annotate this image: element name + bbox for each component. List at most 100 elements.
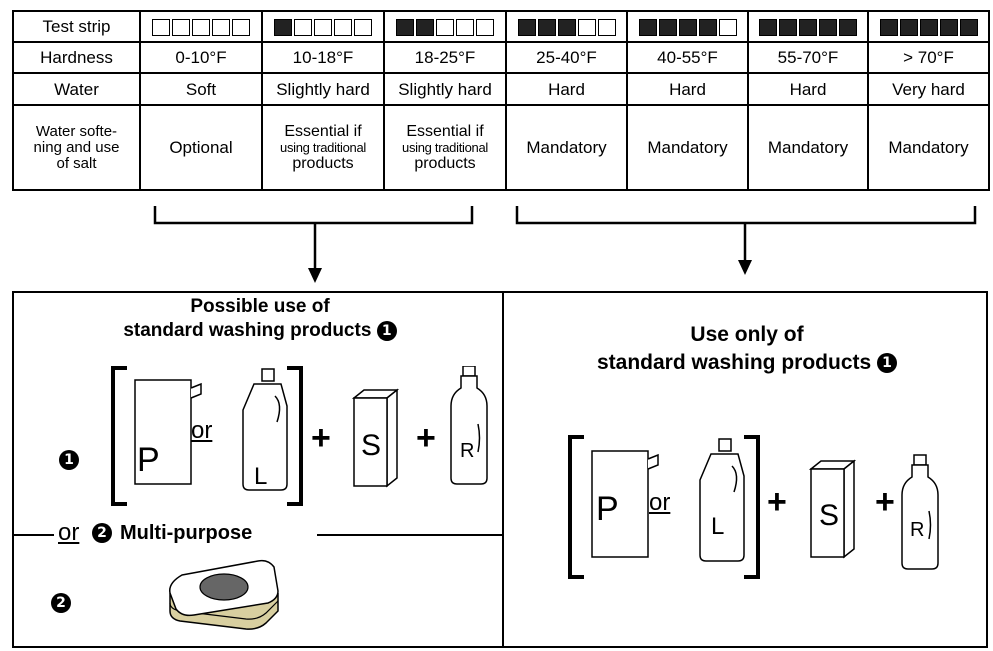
bracket-connectors [153,206,977,283]
left-title-text: standard washing products [123,320,372,341]
powder-box-icon [134,379,202,485]
strip-square [476,18,494,36]
liquid-bottle-icon [242,368,288,491]
salt-cond-line: using traditional [280,139,366,155]
strip-square [294,18,312,36]
hardness-cell: 25-40°F [505,41,628,75]
hardness-row: Hardness 0-10°F 10-18°F 18-25°F 25-40°F … [12,41,990,75]
salt-cell: Optional [139,104,263,191]
separator-line [317,534,504,536]
strip-square [192,18,210,36]
powder-letter: P [596,490,619,528]
right-bracket [515,206,977,263]
strip-square [456,18,474,36]
test-strip-cell [261,9,385,44]
strip-square [658,18,677,36]
hardness-cell: 40-55°F [626,41,749,75]
plus-icon: + [416,419,436,457]
water-row: Water Soft Slightly hard Slightly hard H… [12,72,990,107]
strip-square [919,18,938,36]
salt-label-line: of salt [56,154,97,172]
water-cell: Slightly hard [261,72,385,107]
salt-row: Water softe- ning and use of salt Option… [12,104,990,191]
test-strip-icon [879,18,978,36]
strip-square [799,18,817,36]
powder-letter: P [137,441,160,479]
number-1-badge-icon: 1 [376,320,397,341]
liquid-bottle-icon [699,438,745,562]
strip-square [597,18,616,36]
close-bracket-icon [287,366,303,506]
test-strip-cell [867,9,990,44]
strip-square [396,18,414,36]
strip-square [638,18,657,36]
left-title-line: standard washing products 1 [14,319,506,343]
number-1-badge-icon: 1 [59,450,79,470]
test-strip-cell [139,9,263,44]
left-title-line: Possible use of [190,296,330,317]
salt-cell: Mandatory [626,104,749,191]
test-strip-icon [759,18,857,36]
strip-square [879,18,898,36]
strip-square [899,18,918,36]
strip-square [839,18,857,36]
or-text: or [191,417,213,444]
rinse-bottle-icon [901,454,939,570]
test-strip-label: Test strip [12,9,141,44]
strip-square [436,18,454,36]
strip-square [759,18,777,36]
hardness-cell: > 70°F [867,41,990,75]
water-cell: Hard [505,72,628,107]
left-panel-title: Possible use of standard washing product… [14,295,506,343]
test-strip-icon [274,18,372,36]
salt-cell: Essential if using traditional products [261,104,385,191]
water-cell: Slightly hard [383,72,507,107]
right-title-line: standard washing products 1 [504,349,990,377]
left-arrow-icon [308,268,322,283]
test-strip-row: Test strip [12,9,990,44]
test-strip-cell [747,9,869,44]
right-panel-title: Use only of standard washing products 1 [504,321,990,377]
plus-icon: + [311,419,331,457]
salt-cond-line: Essential if [406,123,484,141]
number-2-badge-icon: 2 [51,593,71,613]
separator-line [14,534,54,536]
strip-square [314,18,332,36]
test-strip-cell [626,9,749,44]
salt-cell: Mandatory [867,104,990,191]
left-panel: Possible use of standard washing product… [12,291,504,648]
plus-icon: + [875,483,895,521]
left-product-row [111,366,488,506]
test-strip-cell [505,9,628,44]
multi-purpose-tablet-icon [169,559,279,630]
water-cell: Soft [139,72,263,107]
hardness-label: Hardness [12,41,141,75]
open-bracket-icon [111,366,127,506]
strip-square [334,18,352,36]
right-arrow-icon [738,260,752,275]
close-bracket-icon [744,435,760,579]
salt-box-icon [351,388,400,488]
water-cell: Hard [626,72,749,107]
salt-label-line: Water softe- [35,123,118,141]
strip-square [354,18,372,36]
salt-label: Water softe- ning and use of salt [12,104,141,191]
salt-cell: Mandatory [747,104,869,191]
salt-cond-line: products [414,154,476,172]
strip-square [718,18,737,36]
hardness-cell: 10-18°F [261,41,385,75]
strip-square [212,18,230,36]
strip-square [274,18,292,36]
multi-purpose-label: Multi-purpose [120,522,253,544]
strip-square [819,18,837,36]
strip-square [779,18,797,36]
or-text: or [58,519,80,546]
rinse-letter: R [460,440,475,462]
plus-icon: + [767,483,787,521]
strip-square [416,18,434,36]
strip-square [537,18,556,36]
strip-square [557,18,576,36]
hardness-cell: 55-70°F [747,41,869,75]
salt-cell: Essential if using traditional products [383,104,507,191]
salt-letter: S [819,499,840,532]
